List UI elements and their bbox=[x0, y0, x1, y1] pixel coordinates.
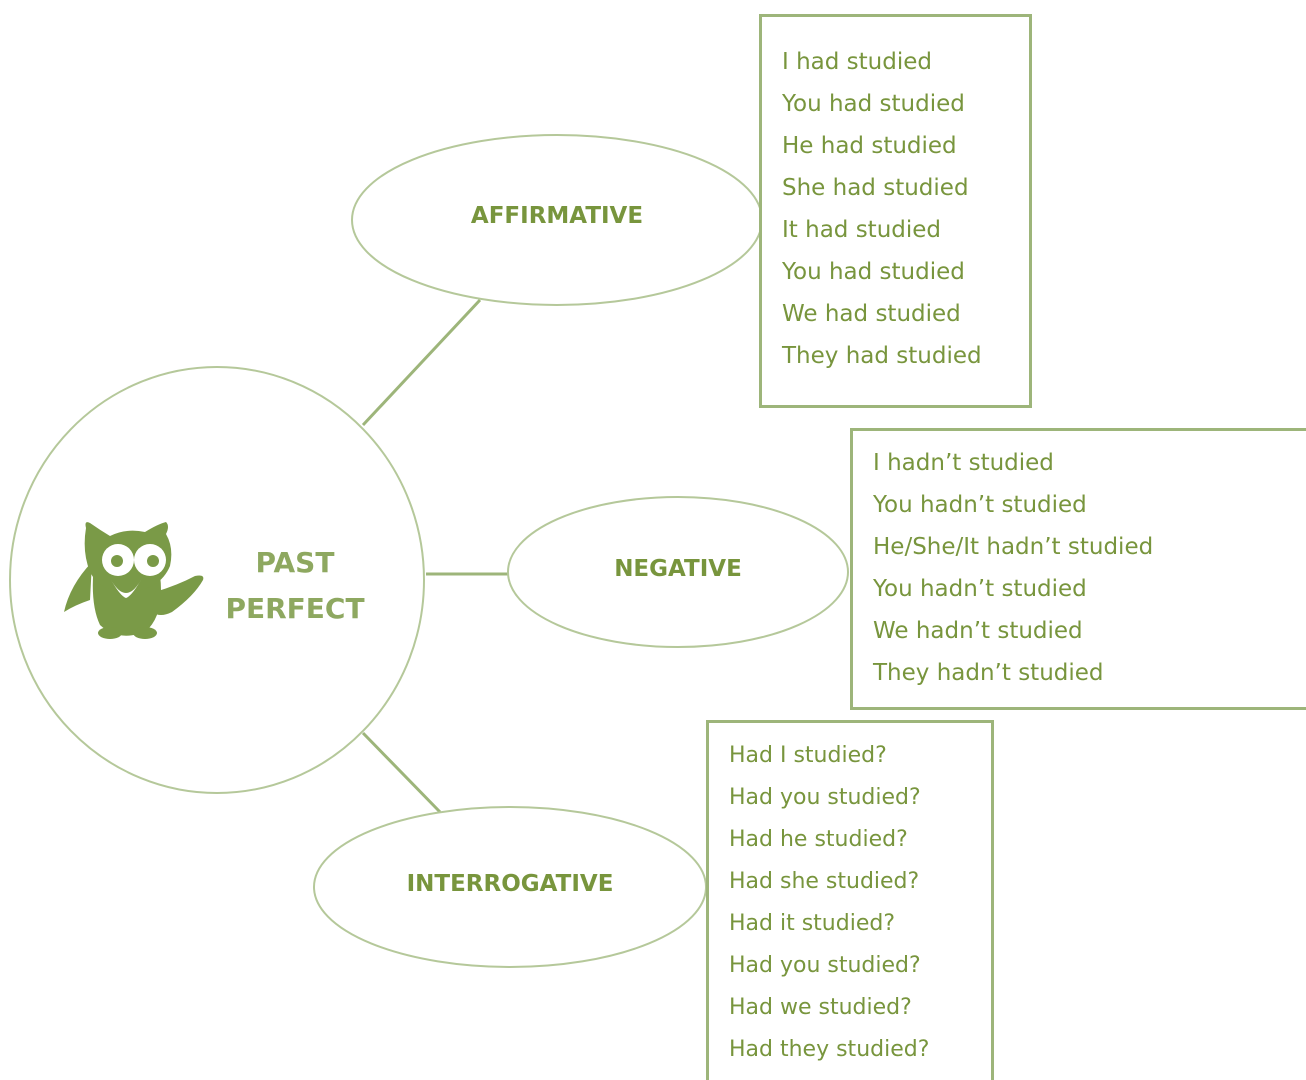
list-item: She had studied bbox=[782, 175, 969, 201]
list-item: They hadn’t studied bbox=[873, 660, 1104, 686]
list-item: Had they studied? bbox=[729, 1037, 930, 1062]
list-item: I had studied bbox=[782, 49, 932, 75]
list-item: He had studied bbox=[782, 133, 957, 159]
list-item: You had studied bbox=[782, 259, 965, 285]
list-item: He/She/It hadn’t studied bbox=[873, 534, 1154, 560]
connector-interrogative bbox=[361, 731, 442, 814]
center-title-line1: PAST bbox=[255, 546, 335, 579]
list-item: Had we studied? bbox=[729, 995, 912, 1020]
negative-bubble bbox=[507, 496, 849, 648]
list-item: Had he studied? bbox=[729, 827, 908, 852]
list-item: You hadn’t studied bbox=[873, 492, 1087, 518]
list-item: Had I studied? bbox=[729, 743, 887, 768]
list-item: Had you studied? bbox=[729, 953, 921, 978]
list-item: Had you studied? bbox=[729, 785, 921, 810]
center-title: PAST PERFECT bbox=[200, 540, 390, 632]
interrogative-box: Had I studied? Had you studied? Had he s… bbox=[706, 720, 994, 1080]
affirmative-box: I had studied You had studied He had stu… bbox=[759, 14, 1032, 408]
negative-box: I hadn’t studied You hadn’t studied He/S… bbox=[850, 428, 1306, 710]
center-title-line2: PERFECT bbox=[225, 592, 365, 625]
owl-face bbox=[102, 544, 166, 598]
interrogative-label: INTERROGATIVE bbox=[406, 871, 614, 897]
list-item: We had studied bbox=[782, 301, 961, 327]
list-item: Had she studied? bbox=[729, 869, 920, 894]
list-item: It had studied bbox=[782, 217, 942, 243]
list-item: I hadn’t studied bbox=[873, 450, 1054, 476]
list-item: They had studied bbox=[782, 343, 982, 369]
negative-label: NEGATIVE bbox=[614, 556, 742, 582]
connector-affirmative bbox=[361, 298, 482, 427]
list-item: You hadn’t studied bbox=[873, 576, 1087, 602]
list-item: We hadn’t studied bbox=[873, 618, 1083, 644]
list-item: You had studied bbox=[782, 91, 965, 117]
list-item: Had it studied? bbox=[729, 911, 895, 936]
affirmative-label: AFFIRMATIVE bbox=[470, 203, 644, 229]
center-circle bbox=[9, 366, 425, 794]
